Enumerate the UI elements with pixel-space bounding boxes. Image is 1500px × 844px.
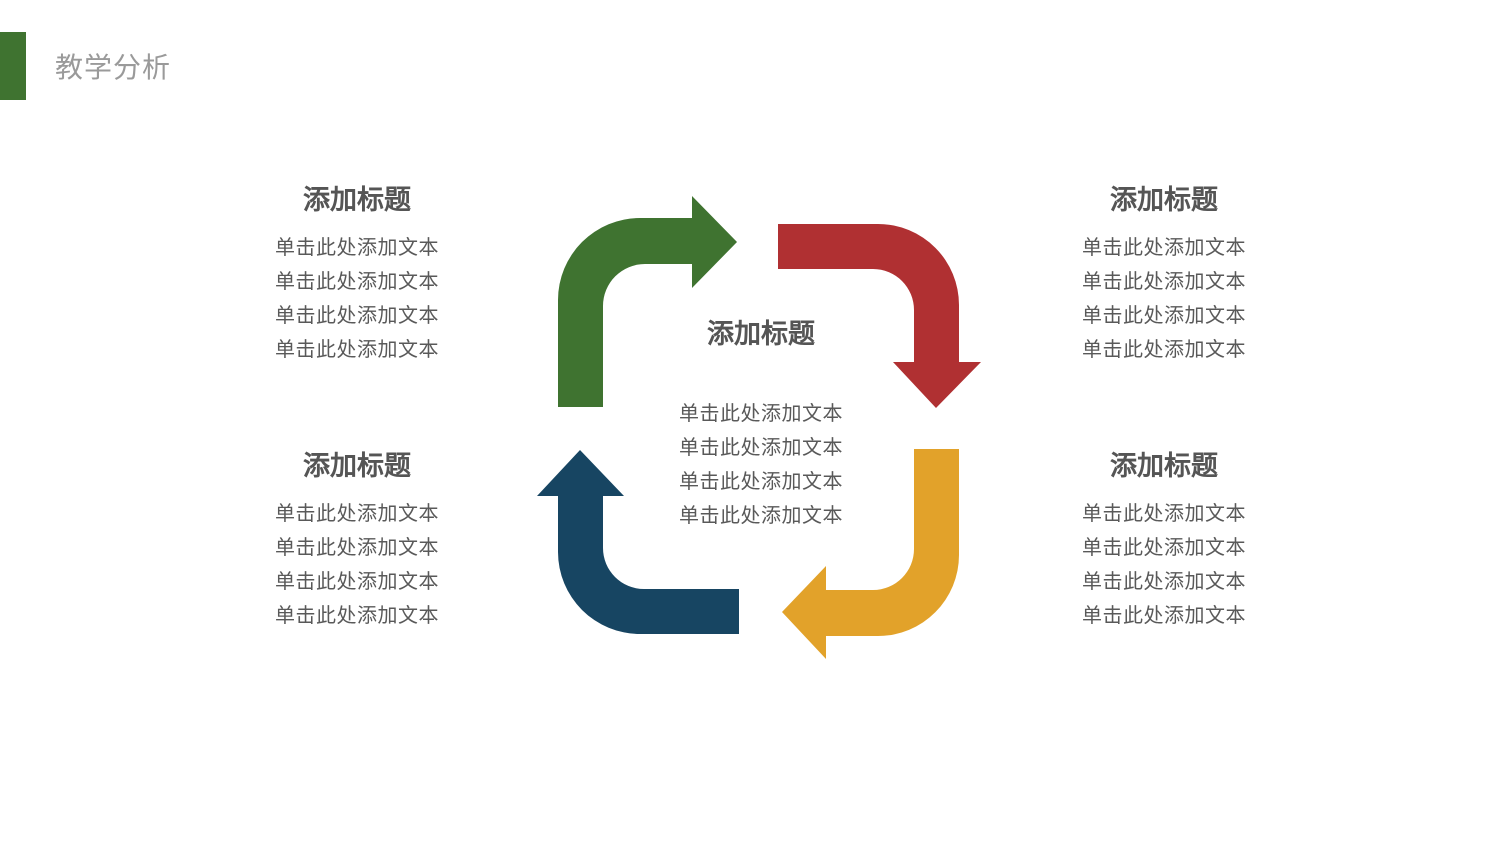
block-title[interactable]: 添加标题 (303, 185, 411, 216)
block-text-line[interactable]: 单击此处添加文本 (1082, 337, 1246, 361)
text-block-center: 添加标题 单击此处添加文本 单击此处添加文本 单击此处添加文本 单击此处添加文本 (651, 318, 871, 532)
block-title[interactable]: 添加标题 (707, 319, 815, 350)
block-text-line[interactable]: 单击此处添加文本 (1082, 235, 1246, 259)
block-title[interactable]: 添加标题 (1110, 451, 1218, 482)
text-block-top-left: 添加标题 单击此处添加文本 单击此处添加文本 单击此处添加文本 单击此处添加文本 (247, 184, 467, 366)
block-text-line[interactable]: 单击此处添加文本 (275, 535, 439, 559)
text-block-bottom-right: 添加标题 单击此处添加文本 单击此处添加文本 单击此处添加文本 单击此处添加文本 (1054, 450, 1274, 632)
block-text-line[interactable]: 单击此处添加文本 (679, 469, 843, 493)
block-text-line[interactable]: 单击此处添加文本 (275, 269, 439, 293)
block-text-line[interactable]: 单击此处添加文本 (1082, 501, 1246, 525)
title-accent-bar (0, 32, 26, 100)
block-text-line[interactable]: 单击此处添加文本 (275, 603, 439, 627)
block-text-line[interactable]: 单击此处添加文本 (1082, 569, 1246, 593)
block-text-line[interactable]: 单击此处添加文本 (1082, 303, 1246, 327)
block-text-line[interactable]: 单击此处添加文本 (275, 569, 439, 593)
text-block-bottom-left: 添加标题 单击此处添加文本 单击此处添加文本 单击此处添加文本 单击此处添加文本 (247, 450, 467, 632)
block-text-line[interactable]: 单击此处添加文本 (275, 235, 439, 259)
green-arrow-icon[interactable] (558, 196, 737, 407)
block-text-line[interactable]: 单击此处添加文本 (1082, 603, 1246, 627)
block-text-line[interactable]: 单击此处添加文本 (275, 303, 439, 327)
block-title[interactable]: 添加标题 (303, 451, 411, 482)
page-title: 教学分析 (55, 51, 172, 84)
yellow-arrow-icon[interactable] (782, 449, 959, 659)
block-title[interactable]: 添加标题 (1110, 185, 1218, 216)
red-arrow-icon[interactable] (778, 224, 981, 408)
block-text-line[interactable]: 单击此处添加文本 (679, 503, 843, 527)
block-text-line[interactable]: 单击此处添加文本 (275, 501, 439, 525)
block-text-line[interactable]: 单击此处添加文本 (275, 337, 439, 361)
blue-arrow-icon[interactable] (537, 450, 739, 634)
block-text-line[interactable]: 单击此处添加文本 (679, 435, 843, 459)
block-text-line[interactable]: 单击此处添加文本 (1082, 535, 1246, 559)
block-text-line[interactable]: 单击此处添加文本 (679, 401, 843, 425)
text-block-top-right: 添加标题 单击此处添加文本 单击此处添加文本 单击此处添加文本 单击此处添加文本 (1054, 184, 1274, 366)
block-text-line[interactable]: 单击此处添加文本 (1082, 269, 1246, 293)
